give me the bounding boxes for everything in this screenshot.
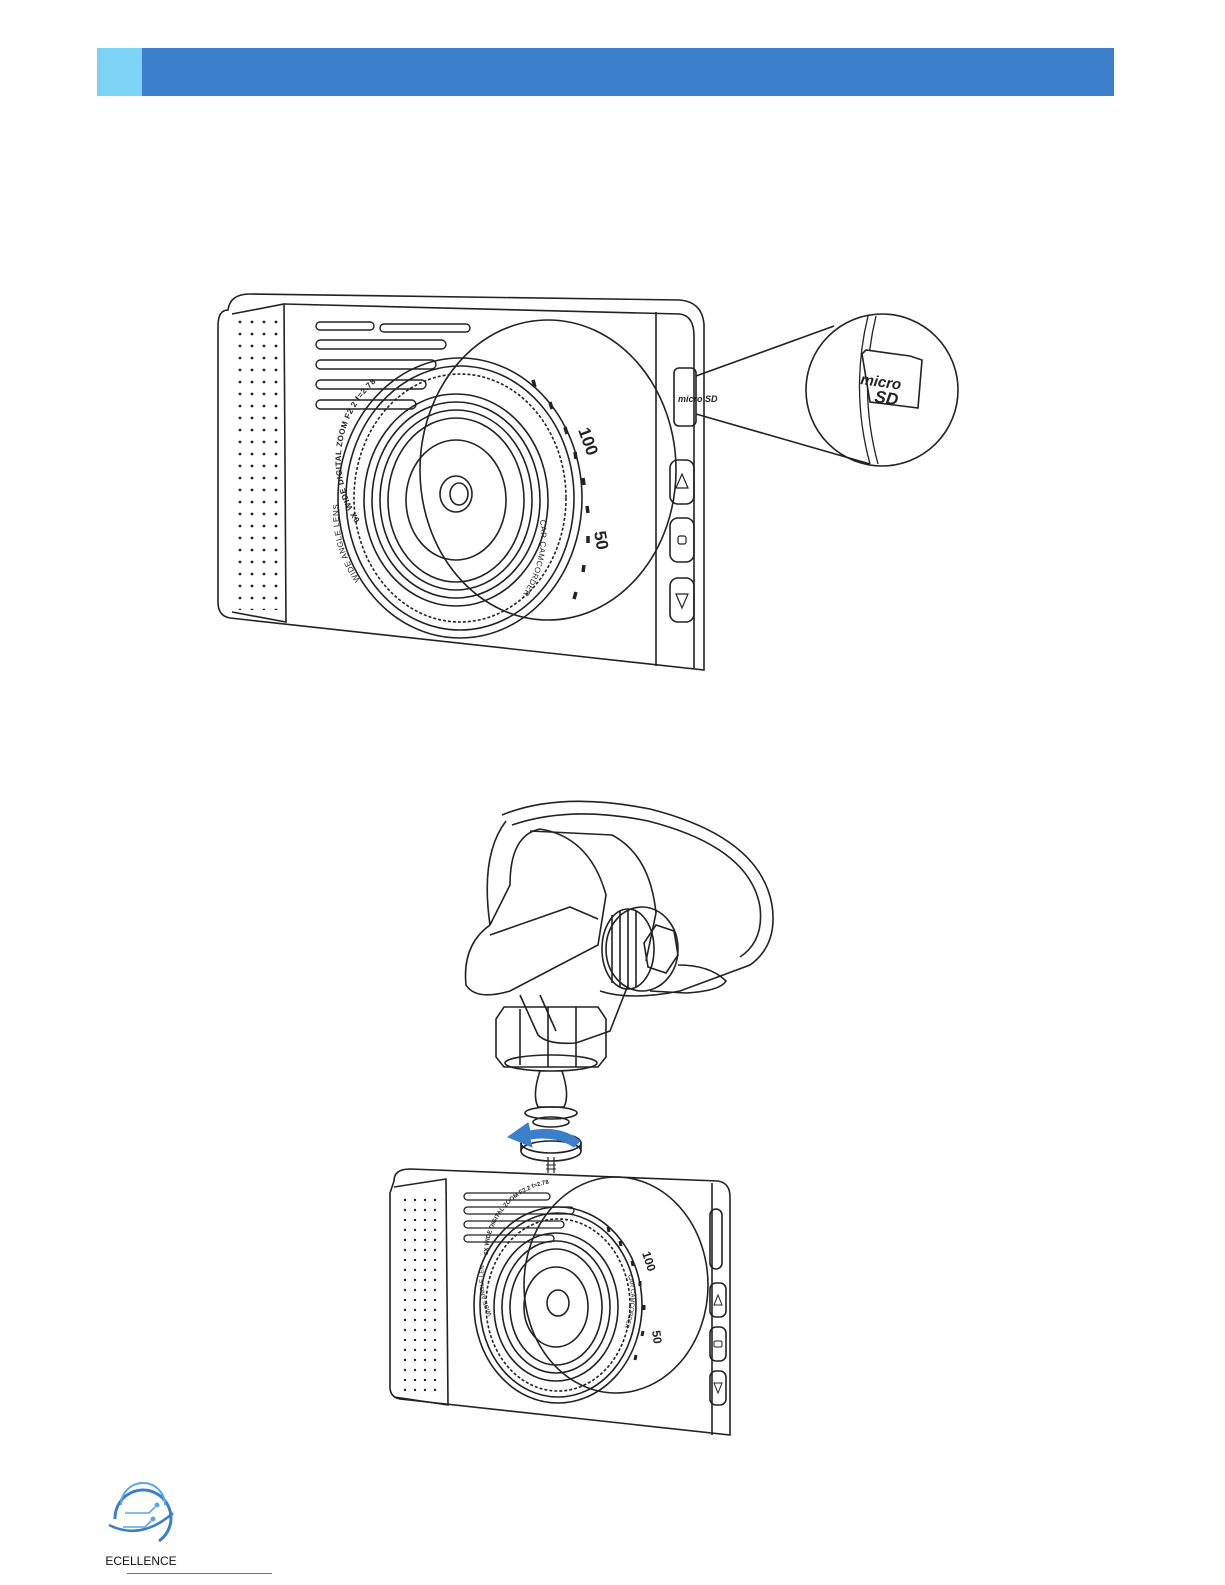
ecellence-logo: ECELLENCE: [101, 1475, 181, 1567]
svg-text:6X WIDE DIGITAL ZOOM F2.2 f=2.: 6X WIDE DIGITAL ZOOM F2.2 f=2.78: [334, 377, 378, 524]
sd-slot-label: micro SD: [678, 394, 718, 404]
dash-camera-body: 100 50 6X WIDE DIGITAL ZOOM F2.2 f=2.78 …: [380, 795, 730, 1435]
svg-text:CAR CAMCORDER: CAR CAMCORDER: [622, 1274, 635, 1330]
logo-text: ECELLENCE: [105, 1554, 176, 1567]
camera-mount-illustration: 100 50 6X WIDE DIGITAL ZOOM F2.2 f=2.78 …: [380, 795, 800, 1445]
sd-card-label-bottom: SD: [873, 387, 899, 409]
down-arrow-button[interactable]: [670, 578, 694, 622]
lens-ring-text: 6X WIDE DIGITAL ZOOM F2.2 f=2.78: [334, 377, 378, 524]
section-header-bar: [97, 48, 1114, 96]
dial-label-low: 50: [649, 1329, 665, 1344]
header-accent-block: [97, 48, 142, 96]
dial-label-high: 100: [639, 1250, 659, 1274]
menu-button[interactable]: [670, 518, 694, 562]
dial-label-low: 50: [590, 529, 612, 551]
footer-divider: [127, 1573, 272, 1574]
dial-label-high: 100: [574, 425, 602, 458]
micro-sd-card: micro SD: [859, 350, 922, 409]
camera-sd-card-illustration: 100 50 6X WIDE DIGITAL ZOOM F2.2 f=2.78 …: [210, 280, 970, 690]
lens-brand-text: CAR CAMCORDER: [622, 1274, 635, 1330]
